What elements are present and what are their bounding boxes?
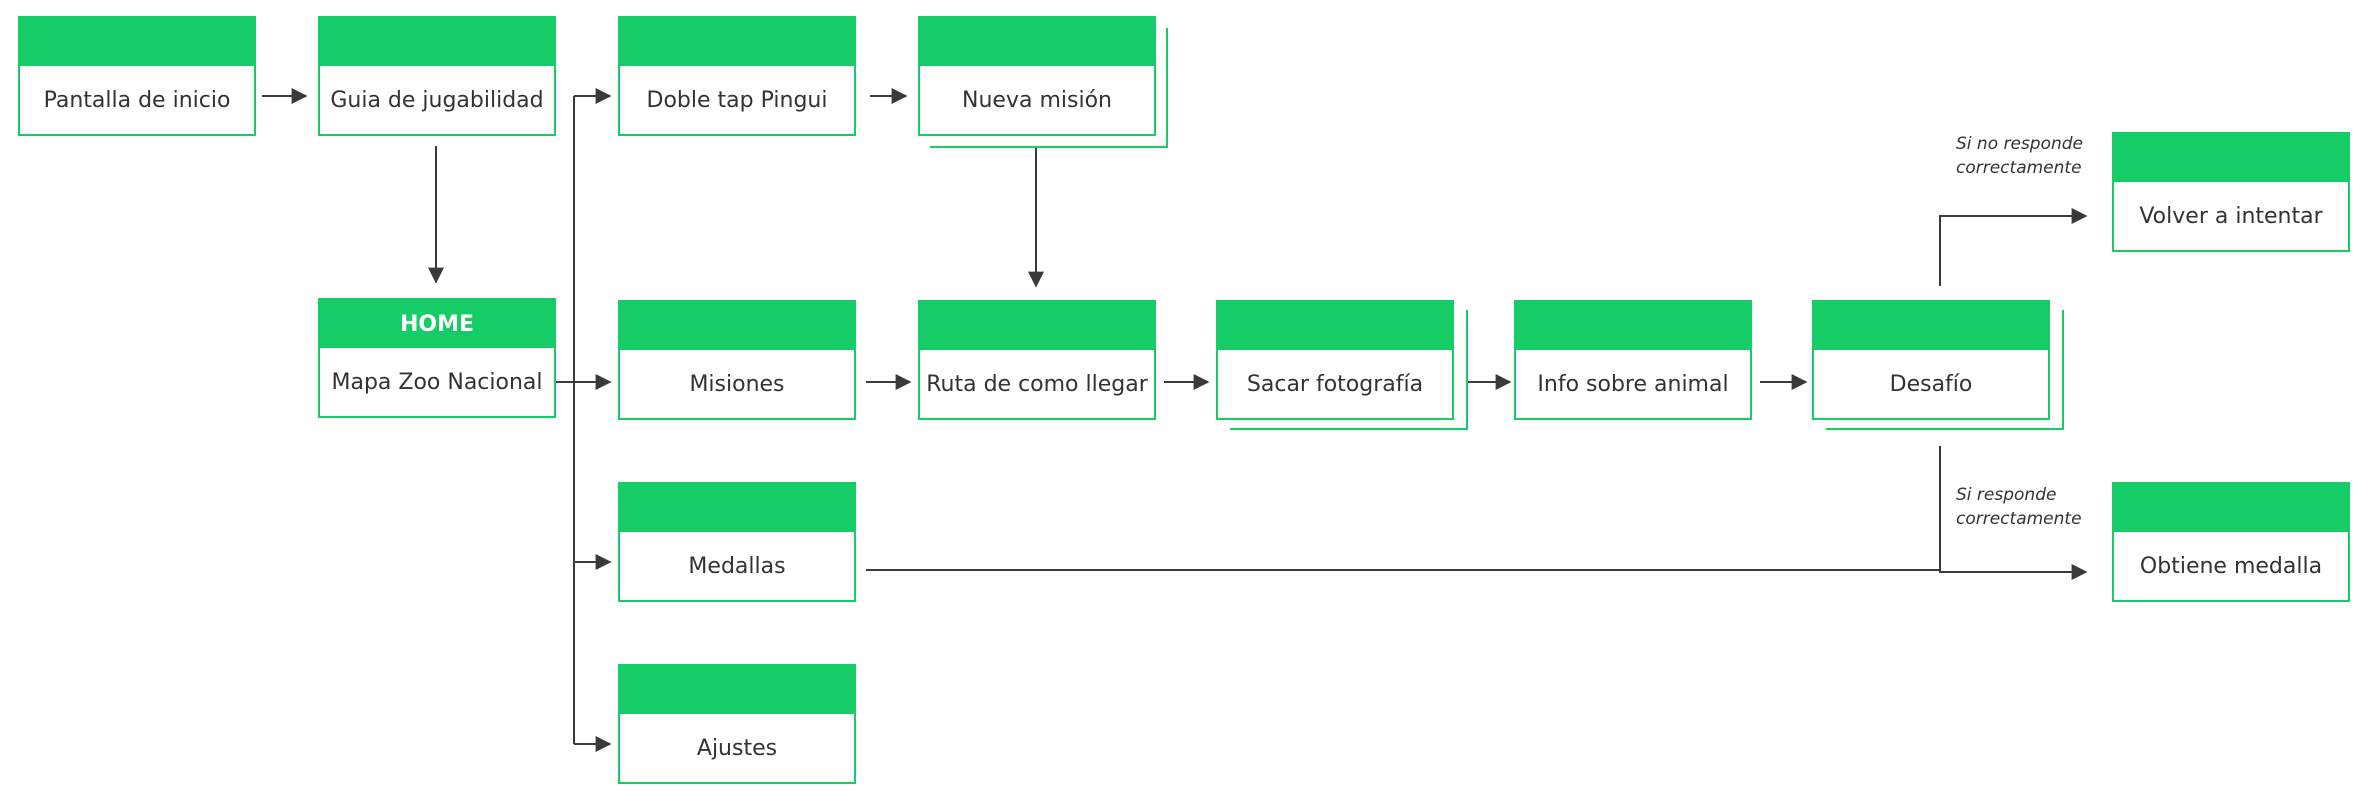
node-desafio[interactable]: Desafío [1812,300,2050,420]
node-header [620,18,854,66]
node-misiones[interactable]: Misiones [618,300,856,420]
node-label: Guia de jugabilidad [330,87,544,113]
node-obtiene-medalla[interactable]: Obtiene medalla [2112,482,2350,602]
node-header [320,18,554,66]
node-header [2114,484,2348,532]
node-label: Mapa Zoo Nacional [331,369,543,395]
node-pantalla-de-inicio[interactable]: Pantalla de inicio [18,16,256,136]
node-doble-tap-pingui[interactable]: Doble tap Pingui [618,16,856,136]
node-header [2114,134,2348,182]
node-ruta-de-como-llegar[interactable]: Ruta de como llegar [918,300,1156,420]
node-label: Info sobre animal [1537,371,1729,397]
note-fail-line2: correctamente [1956,158,2082,178]
arrow-desafio-obtiene [1939,446,2088,580]
node-sacar-fotografia[interactable]: Sacar fotografía [1216,300,1454,420]
note-pass-condition: Si responde correctamente [1956,483,2106,531]
node-info-sobre-animal[interactable]: Info sobre animal [1514,300,1752,420]
node-label: Nueva misión [962,87,1112,113]
desafio-stack [1826,310,2064,430]
note-pass-line2: correctamente [1956,509,2082,529]
node-volver-a-intentar[interactable]: Volver a intentar [2112,132,2350,252]
node-label: Doble tap Pingui [646,87,828,113]
sacar-fotografia-stack [1230,310,1468,430]
note-fail-condition: Si no responde correctamente [1956,132,2106,180]
node-label: Sacar fotografía [1246,371,1424,397]
node-label: Misiones [689,371,785,397]
node-header [620,302,854,350]
node-header [1814,302,2048,350]
node-ajustes[interactable]: Ajustes [618,664,856,784]
node-header: HOME [320,300,554,348]
node-home-mapa-zoo-nacional[interactable]: HOME Mapa Zoo Nacional [318,298,556,418]
node-nueva-mision[interactable]: Nueva misión [918,16,1156,136]
node-header [20,18,254,66]
node-header [620,666,854,714]
node-header [620,484,854,532]
node-medallas[interactable]: Medallas [618,482,856,602]
note-fail-line1: Si no responde [1956,134,2084,154]
node-header [920,18,1154,66]
node-header [1218,302,1452,350]
node-header [920,302,1154,350]
note-pass-line1: Si responde [1956,485,2057,505]
node-label: Medallas [688,553,786,579]
node-label: Volver a intentar [2139,203,2323,229]
node-label: Obtiene medalla [2139,553,2323,579]
node-label: Desafío [1889,371,1973,397]
node-label: Ajustes [696,735,778,761]
node-guia-de-jugabilidad[interactable]: Guia de jugabilidad [318,16,556,136]
node-header [1516,302,1750,350]
arrow-desafio-volver [1939,208,2088,286]
node-label: Ruta de como llegar [926,371,1148,397]
node-label: Pantalla de inicio [43,87,231,113]
nueva-mision-stack [930,28,1168,148]
